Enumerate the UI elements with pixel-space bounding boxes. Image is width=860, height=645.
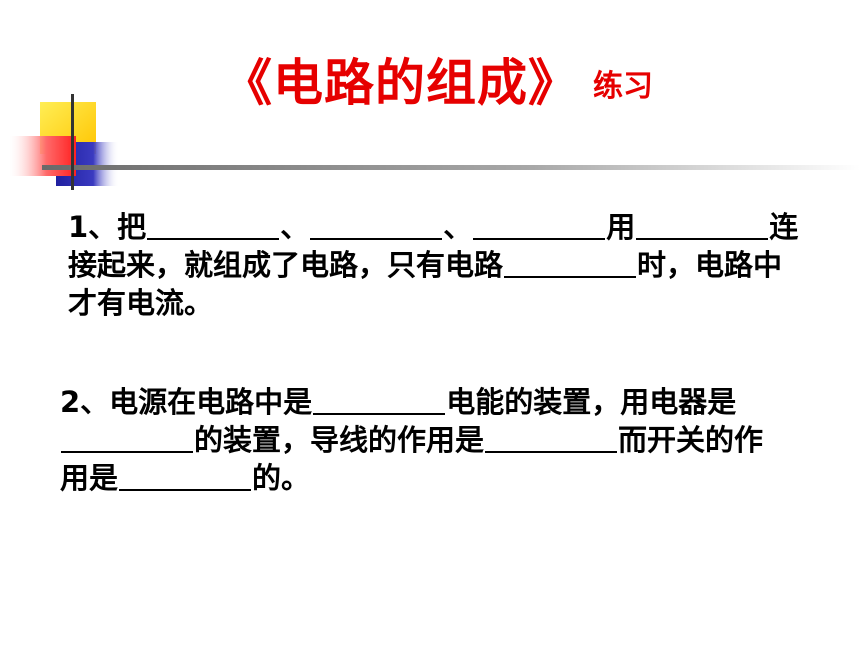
q1-text: 、: [280, 210, 310, 244]
q1-blank-4: [636, 212, 769, 240]
deco-yellow-square: [40, 102, 96, 154]
q2-blank-3: [485, 425, 618, 453]
deco-horizontal-line: [42, 165, 860, 170]
q1-text: 1、把: [68, 210, 147, 244]
deco-blue-square: [56, 142, 118, 186]
q2-text: 的装置，导线的作用是: [194, 423, 485, 457]
page-title: 《电路的组成》练习: [222, 58, 653, 108]
q1-text: 、: [443, 210, 473, 244]
q2-text: 而开关的作用是: [60, 423, 764, 495]
q2-text: 电能的装置，用电器是: [446, 385, 737, 419]
q2-blank-1: [313, 387, 446, 415]
q1-text: 连接起来，就组成了电路，只有电路: [68, 210, 799, 282]
q1-blank-3: [473, 212, 606, 240]
q1-text: 用: [606, 210, 636, 244]
q1-text: 时，电路中才有电流。: [68, 248, 783, 320]
deco-vertical-line: [71, 94, 74, 190]
question-1: 1、把 、 、 用连接起来，就组成了电路，只有电路时，电路中才有电流。: [68, 208, 808, 322]
q1-blank-1: [147, 212, 280, 240]
q1-blank-2: [310, 212, 443, 240]
title-sub: 练习: [593, 69, 653, 104]
q2-blank-4: [119, 463, 252, 491]
q2-blank-2: [61, 425, 193, 453]
deco-red-bar: [10, 136, 76, 176]
q1-blank-5: [504, 250, 637, 278]
q2-text: 2、电源在电路中是: [60, 385, 313, 419]
q2-text: 的。: [252, 461, 311, 495]
question-2: 2、电源在电路中是 电能的装置，用电器是的装置，导线的作用是而开关的作用是的。: [60, 383, 780, 497]
title-main: 《电路的组成》: [222, 54, 579, 112]
